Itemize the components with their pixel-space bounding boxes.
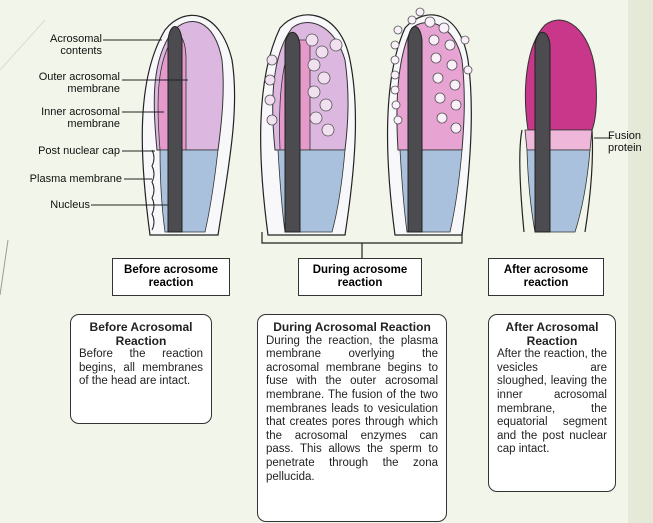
label-outer-acrosomal-membrane: Outer acrosomal membrane [16, 71, 120, 95]
nucleus [285, 32, 300, 232]
description-during-body: During the reaction, the plasma membrane… [266, 335, 438, 485]
description-before-body: Before the reaction begins, all membrane… [79, 348, 203, 389]
label-inner-acrosomal-membrane: Inner acrosomal membrane [16, 106, 120, 130]
stage-label-during: During acrosome reaction [299, 264, 421, 290]
description-before: Before Acrosomal Reaction Before the rea… [70, 314, 212, 424]
label-acrosomal-contents: Acrosomal contents [34, 33, 102, 57]
stage-box-before: Before acrosome reaction [112, 258, 230, 296]
stage-label-before: Before acrosome reaction [113, 264, 229, 290]
sperm-head-during-1 [261, 15, 356, 235]
label-post-nuclear-cap: Post nuclear cap [10, 145, 120, 157]
stage-box-during: During acrosome reaction [298, 258, 422, 296]
sperm-head-during-2 [387, 8, 472, 235]
description-after-body: After the reaction, the vesicles are slo… [497, 348, 607, 457]
nucleus [168, 27, 182, 233]
nucleus [535, 32, 550, 232]
description-during: During Acrosomal Reaction During the rea… [257, 314, 447, 522]
right-margin-strip [628, 0, 653, 523]
label-nucleus: Nucleus [30, 199, 90, 211]
description-after-title: After Acrosomal Reaction [497, 321, 607, 348]
background-decor-line [0, 240, 8, 295]
label-fusion-protein: Fusion protein [608, 130, 653, 154]
description-after: After Acrosomal Reaction After the react… [488, 314, 616, 492]
description-before-title: Before Acrosomal Reaction [79, 321, 203, 348]
description-during-title: During Acrosomal Reaction [266, 321, 438, 335]
label-plasma-membrane: Plasma membrane [10, 173, 122, 185]
stage-box-after: After acrosome reaction [488, 258, 604, 296]
nucleus [408, 27, 422, 233]
sperm-head-before [142, 15, 234, 235]
sperm-head-after [520, 20, 612, 232]
stage-label-after: After acrosome reaction [489, 264, 603, 290]
